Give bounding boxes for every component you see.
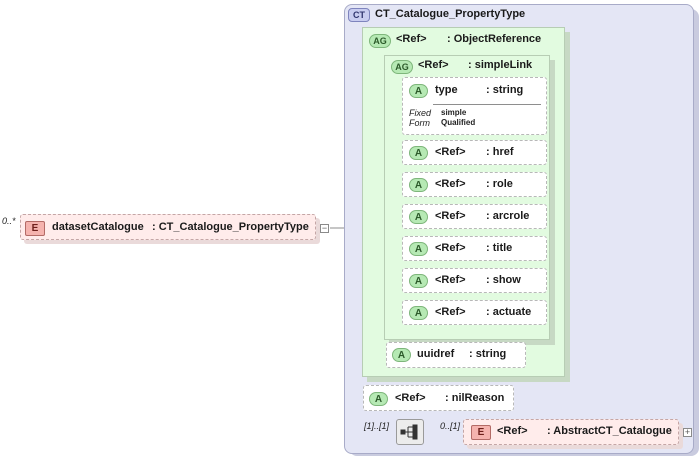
show-attribute[interactable]: A <Ref> : show [402,268,547,293]
abstract-element-type: : AbstractCT_Catalogue [547,425,672,437]
href-type: : href [486,146,514,158]
abstract-element-ref: <Ref> [497,425,528,437]
type-form-label: Form [409,118,430,128]
object-reference-ref: <Ref> [396,33,427,45]
type-attribute-type: : string [486,84,524,96]
type-fixed-value: simple [441,108,467,117]
root-element-name: datasetCatalogue [52,221,144,233]
object-reference-badge: AG [369,34,391,48]
role-badge: A [409,178,428,192]
show-ref: <Ref> [435,274,466,286]
title-attribute[interactable]: A <Ref> : title [402,236,547,261]
href-ref: <Ref> [435,146,466,158]
title-badge: A [409,242,428,256]
abstract-element[interactable]: E <Ref> : AbstractCT_Catalogue [463,419,679,445]
root-element-collapse-button[interactable]: − [320,223,329,233]
simple-link-type: : simpleLink [468,59,533,71]
nilreason-attribute[interactable]: A <Ref> : nilReason [363,385,514,411]
arcrole-type: : arcrole [486,210,530,222]
actuate-ref: <Ref> [435,306,466,318]
nilreason-ref: <Ref> [395,392,426,404]
simple-link-badge: AG [391,60,413,74]
sequence-occurrence: [1]..[1] [364,421,390,431]
nilreason-badge: A [369,392,388,406]
arcrole-badge: A [409,210,428,224]
abstract-element-badge: E [471,425,491,440]
title-ref: <Ref> [435,242,466,254]
title-type: : title [486,242,513,254]
arcrole-attribute[interactable]: A <Ref> : arcrole [402,204,547,229]
type-attribute-name: type [435,84,458,96]
uuidref-type: : string [469,348,507,360]
actuate-badge: A [409,306,428,320]
uuidref-name: uuidref [417,348,455,360]
uuidref-badge: A [392,348,411,362]
sequence-icon [400,424,418,440]
root-element-occurrence: 0..* [2,216,16,226]
sequence-compositor[interactable] [396,419,424,445]
nilreason-type: : nilReason [445,392,505,404]
root-element-badge: E [25,221,45,236]
show-type: : show [486,274,521,286]
abstract-element-expand-button[interactable]: + [683,427,692,437]
type-attribute[interactable]: A type : string Fixed simple Form Qualif… [402,77,547,135]
href-attribute[interactable]: A <Ref> : href [402,140,547,165]
abstract-element-occurrence: 0..[1] [440,421,461,431]
root-element[interactable]: E datasetCatalogue : CT_Catalogue_Proper… [20,214,316,240]
arcrole-ref: <Ref> [435,210,466,222]
actuate-type: : actuate [486,306,532,318]
role-attribute[interactable]: A <Ref> : role [402,172,547,197]
type-attribute-badge: A [409,84,428,98]
object-reference-type: : ObjectReference [447,33,542,45]
role-type: : role [486,178,513,190]
simple-link-ref: <Ref> [418,59,449,71]
type-fixed-label: Fixed [409,108,432,118]
complex-type-badge: CT [348,8,370,22]
type-form-value: Qualified [441,118,476,127]
show-badge: A [409,274,428,288]
actuate-attribute[interactable]: A <Ref> : actuate [402,300,547,325]
complex-type-name: CT_Catalogue_PropertyType [375,8,526,20]
role-ref: <Ref> [435,178,466,190]
uuidref-attribute[interactable]: A uuidref : string [386,342,526,368]
root-element-type: : CT_Catalogue_PropertyType [152,221,309,233]
href-badge: A [409,146,428,160]
type-attribute-divider [433,104,541,105]
